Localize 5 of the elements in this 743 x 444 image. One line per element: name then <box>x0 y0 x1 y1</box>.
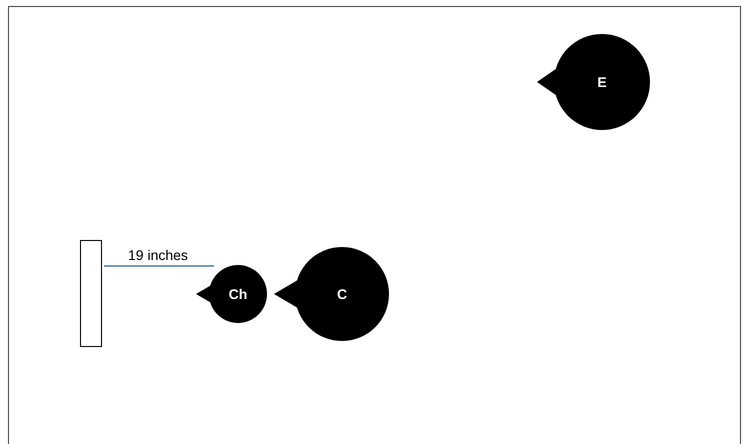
dimension-label: 19 inches <box>128 247 188 263</box>
node-label: C <box>336 286 348 302</box>
node-label: Ch <box>228 286 248 302</box>
node-label: E <box>597 74 607 90</box>
device-rectangle <box>80 240 102 347</box>
